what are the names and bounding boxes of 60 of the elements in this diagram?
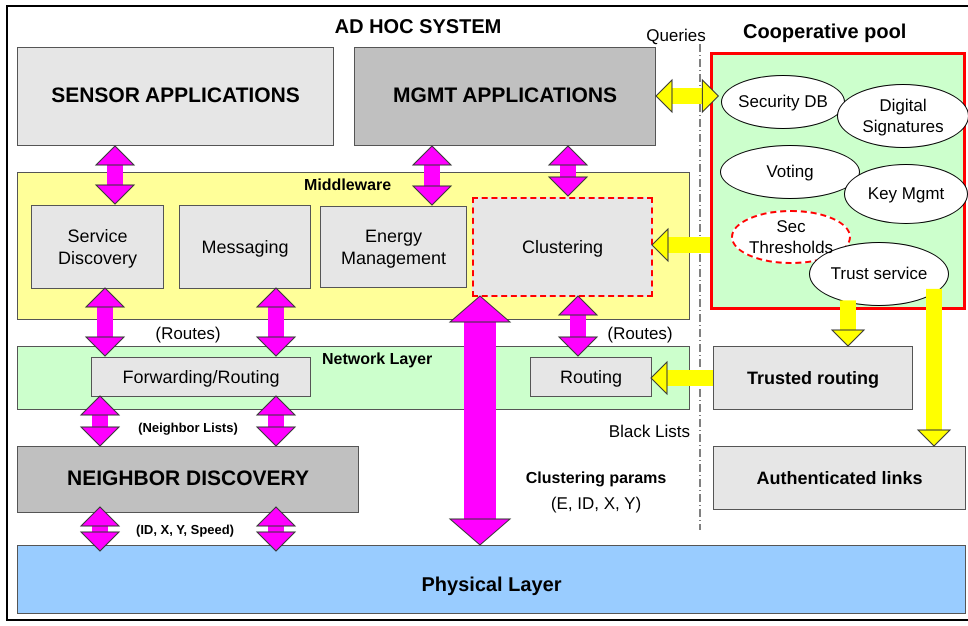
module-box <box>320 206 467 288</box>
layer-title: Network Layer <box>322 351 432 369</box>
arrow <box>832 300 864 346</box>
layer-title: Middleware <box>304 177 392 195</box>
pool-heading: Cooperative pool <box>743 21 906 44</box>
node-label: Physical Layer <box>420 573 563 598</box>
double-arrow <box>548 146 588 196</box>
application-box <box>17 47 334 146</box>
annotation-label: (Neighbor Lists) <box>137 420 239 435</box>
node-label: Trust service <box>830 263 928 285</box>
node-label: Messaging <box>200 236 290 258</box>
layer-band <box>17 346 690 410</box>
node-label: SENSOR APPLICATIONS <box>50 83 301 110</box>
module-box <box>31 205 164 289</box>
node-label: Energy Management <box>340 224 448 270</box>
double-arrow <box>656 80 719 112</box>
double-arrow <box>256 506 296 552</box>
node-label: Voting <box>765 161 815 183</box>
double-arrow <box>558 296 598 356</box>
annotation-label: (Routes) <box>606 324 674 344</box>
node-label: Forwarding/Routing <box>121 366 281 388</box>
module-box <box>530 357 652 397</box>
double-arrow <box>86 288 124 356</box>
double-arrow <box>412 146 452 206</box>
double-arrow <box>80 396 120 446</box>
service-box <box>713 346 913 410</box>
module-box <box>91 357 311 397</box>
layer-band <box>17 172 690 320</box>
double-arrow <box>450 296 510 546</box>
annotation-label: Black Lists <box>608 422 690 442</box>
node-label: Security DB <box>737 91 829 113</box>
node-label: Trusted routing <box>746 366 880 390</box>
arrow <box>650 362 713 394</box>
node-label: Key Mgmt <box>866 183 946 205</box>
annotation-label: (ID, X, Y, Speed) <box>134 522 235 537</box>
layer-band <box>17 545 966 614</box>
node-label: Sec Thresholds <box>748 216 834 258</box>
double-arrow <box>80 506 120 552</box>
node-label: Clustering <box>520 236 604 258</box>
layer-box <box>17 446 359 513</box>
node-label: Service Discovery <box>56 224 138 270</box>
module-box <box>472 197 653 297</box>
application-box <box>354 47 656 146</box>
node-label: Authenticated links <box>755 466 924 490</box>
node-label: NEIGHBOR DISCOVERY <box>66 466 310 492</box>
annotation-label: Queries <box>645 26 707 46</box>
annotation-label: (E, ID, X, Y) <box>550 494 642 514</box>
service-box <box>713 446 966 510</box>
double-arrow <box>96 146 134 204</box>
annotation-label: (Routes) <box>154 324 222 344</box>
node-label: Routing <box>558 366 624 388</box>
arrow <box>918 288 950 446</box>
annotation-label: Clustering params <box>524 470 668 488</box>
module-box <box>179 205 311 289</box>
node-label: Digital Signatures <box>861 94 945 138</box>
node-label: MGMT APPLICATIONS <box>392 83 618 110</box>
arrow <box>652 228 710 262</box>
double-arrow <box>256 288 296 356</box>
double-arrow <box>256 396 296 446</box>
diagram-title: AD HOC SYSTEM <box>334 16 502 39</box>
